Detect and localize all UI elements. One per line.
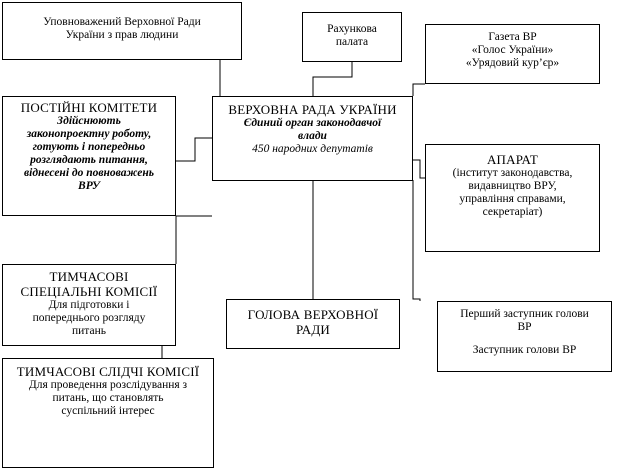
investigative-commissions-title: ТИМЧАСОВІ СЛІДЧІ КОМІСІЇ <box>16 364 200 379</box>
standing-committees-line-3: готують і попередньо <box>32 141 146 153</box>
ombudsman-line-1: Уповноважений Верховної Ради <box>43 16 201 28</box>
rada-title: ВЕРХОВНА РАДА УКРАЇНИ <box>228 102 397 117</box>
first-deputy-line-1: Перший заступник голови <box>460 308 589 320</box>
newspaper-line-1: Газета ВР <box>488 31 537 43</box>
standing-committees-line-1: Здійснюють <box>57 115 121 127</box>
connector-deputies <box>412 180 421 301</box>
verkhovna-rada-box: ВЕРХОВНА РАДА УКРАЇНИ Єдиний орган закон… <box>212 96 413 181</box>
newspaper-line-3: «Урядовий кур’єр» <box>465 57 560 69</box>
accounting-chamber-line-1: Рахункова <box>327 23 377 35</box>
temporary-commissions-line-3: питань <box>72 325 106 337</box>
standing-committees-line-6: ВРУ <box>78 180 100 192</box>
standing-committees-line-4: розглядають питання, <box>30 154 148 166</box>
temporary-commissions-line-1: Для підготовки і <box>48 299 130 311</box>
investigative-commissions-line-2: питань, що становлять <box>52 392 164 404</box>
temporary-commissions-title-1: ТИМЧАСОВІ <box>49 269 129 284</box>
standing-committees-title: ПОСТІЙНІ КОМІТЕТИ <box>20 100 158 115</box>
standing-committees-line-5: віднесені до повноважень <box>24 167 154 179</box>
deputies-spacer <box>438 334 611 344</box>
ombudsman-box: Уповноважений Верховної Ради України з п… <box>2 2 242 60</box>
connector-standing-committees <box>176 137 212 162</box>
temporary-commissions-line-2: попереднього розгляду <box>32 312 146 324</box>
investigative-commissions-box: ТИМЧАСОВІ СЛІДЧІ КОМІСІЇ Для проведення … <box>2 358 214 468</box>
connector-newspaper <box>412 83 425 96</box>
ombudsman-line-2: України з прав людини <box>65 29 179 41</box>
rada-subtitle-1: Єдиний орган законодавчої <box>243 117 382 129</box>
rada-subtitle-2: влади <box>298 130 327 142</box>
deputy-chairmen-box: Перший заступник голови ВР Заступник гол… <box>437 301 612 372</box>
apparatus-box: АПАРАТ (інститут законодавства, видавниц… <box>425 144 600 252</box>
investigative-commissions-line-3: суспільний інтерес <box>61 405 155 417</box>
apparatus-line-1: (інститут законодавства, <box>452 167 573 179</box>
accounting-chamber-box: Рахункова палата <box>302 12 402 62</box>
investigative-commissions-line-1: Для проведення розслідування з <box>28 379 188 391</box>
apparatus-line-3: управління справами, <box>459 193 566 205</box>
newspaper-box: Газета ВР «Голос України» «Урядовий кур’… <box>425 24 600 84</box>
chairman-line-2: РАДИ <box>295 322 330 337</box>
connector-accounting-chamber <box>312 61 353 96</box>
rada-deputies-count: 450 народних депутатів <box>252 143 373 155</box>
temporary-commissions-title-2: СПЕЦІАЛЬНІ КОМІСІЇ <box>20 284 158 299</box>
temporary-commissions-box: ТИМЧАСОВІ СПЕЦІАЛЬНІ КОМІСІЇ Для підгото… <box>2 264 176 346</box>
newspaper-line-2: «Голос України» <box>471 44 554 56</box>
chairman-line-1: ГОЛОВА ВЕРХОВНОЇ <box>247 307 379 322</box>
apparatus-line-4: секретаріат) <box>482 206 543 218</box>
apparatus-title: АПАРАТ <box>486 152 539 167</box>
first-deputy-line-2: ВР <box>517 321 532 333</box>
standing-committees-box: ПОСТІЙНІ КОМІТЕТИ Здійснюють законопроек… <box>2 96 176 216</box>
chairman-box: ГОЛОВА ВЕРХОВНОЇ РАДИ <box>226 299 400 349</box>
deputy-chairman-line: Заступник голови ВР <box>472 344 577 356</box>
accounting-chamber-line-2: палата <box>335 36 369 48</box>
apparatus-line-2: видавництво ВРУ, <box>468 180 557 192</box>
connector-apparatus <box>413 159 425 179</box>
standing-committees-line-2: законопроектну роботу, <box>26 128 152 140</box>
